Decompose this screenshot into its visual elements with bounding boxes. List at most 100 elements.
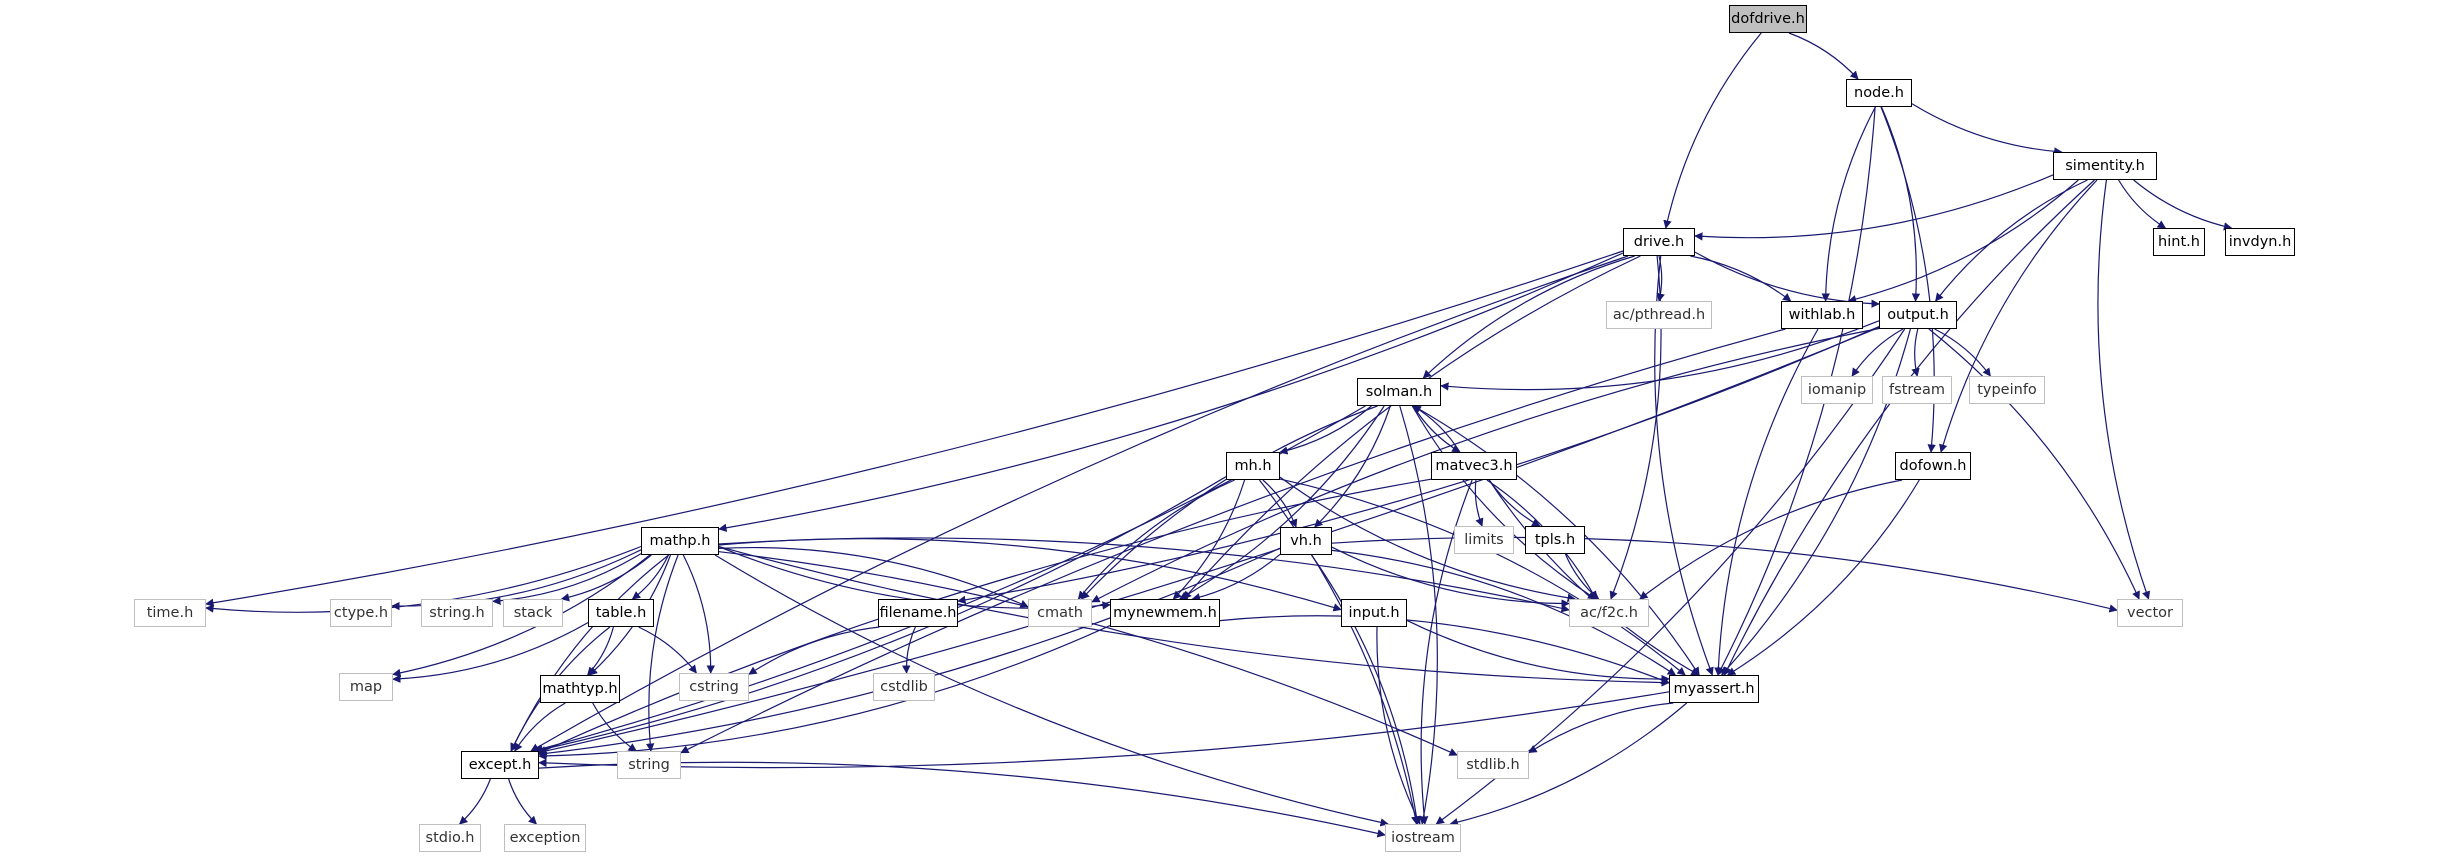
node-stdioh[interactable]: stdio.h	[419, 824, 481, 852]
node-stdlibh[interactable]: stdlib.h	[1457, 751, 1529, 779]
node-vector[interactable]: vector	[2117, 599, 2183, 627]
node-cmath[interactable]: cmath	[1028, 599, 1092, 627]
node-mathtyp[interactable]: mathtyp.h	[540, 675, 620, 703]
edge-matvec3-to-solman	[1412, 405, 1461, 453]
edge-output-to-fstream	[1911, 328, 1920, 377]
edge-simentity-to-dofown	[1939, 179, 2098, 453]
edge-solman-to-mynewmem	[1179, 405, 1385, 600]
node-tpls[interactable]: tpls.h	[1525, 526, 1585, 554]
edge-mathtyp-to-string	[592, 702, 637, 752]
edge-simentity-to-vector	[2097, 179, 2151, 600]
edge-output-to-iomanip	[1851, 328, 1904, 377]
node-mynewmem[interactable]: mynewmem.h	[1110, 599, 1220, 627]
edge-mathp-to-stack	[560, 554, 652, 602]
edge-mathp-to-myassert	[718, 546, 1670, 687]
node-node[interactable]: node.h	[1846, 79, 1912, 107]
edge-matvec3-to-except	[538, 478, 1432, 754]
node-dofown[interactable]: dofown.h	[1895, 452, 1971, 480]
node-iomanip[interactable]: iomanip	[1801, 376, 1873, 404]
edge-mathp-to-acf2c	[718, 537, 1570, 613]
edge-myassert-to-except	[538, 691, 1670, 769]
edge-node-to-withlab	[1821, 106, 1876, 302]
edge-filename-to-cstring	[748, 626, 880, 675]
edge-mh-to-iostream	[1258, 479, 1420, 825]
node-mh[interactable]: mh.h	[1226, 452, 1280, 480]
node-cstdlib[interactable]: cstdlib	[873, 673, 935, 701]
edge-mathp-to-table	[631, 554, 670, 600]
node-vh[interactable]: vh.h	[1280, 527, 1332, 555]
node-string[interactable]: string	[617, 751, 681, 779]
edge-mh-to-except	[534, 476, 1227, 754]
edge-solman-to-acf2c	[1411, 405, 1597, 600]
edge-mathp-to-map	[392, 554, 651, 678]
node-matvec3[interactable]: matvec3.h	[1431, 452, 1517, 480]
node-acf2c[interactable]: ac/f2c.h	[1569, 599, 1649, 627]
node-acpthread[interactable]: ac/pthread.h	[1606, 301, 1712, 329]
edge-tpls-to-acf2c	[1564, 553, 1600, 600]
node-simentity[interactable]: simentity.h	[2053, 152, 2157, 180]
node-cstring[interactable]: cstring	[679, 673, 749, 701]
edge-simentity-to-output	[1935, 179, 2088, 302]
edge-dofown-to-acf2c	[1639, 479, 1903, 600]
edge-filename-to-cstdlib	[902, 626, 916, 674]
node-filename[interactable]: filename.h	[878, 599, 958, 627]
edge-mathp-to-stdlibh	[718, 551, 1458, 756]
node-timeh[interactable]: time.h	[134, 599, 206, 627]
edge-drive-to-timeh	[205, 250, 1624, 607]
edge-input-to-myassert	[1406, 619, 1670, 684]
edge-myassert-to-iostream	[1449, 702, 1688, 827]
node-fstream[interactable]: fstream	[1882, 376, 1952, 404]
edge-withlab-to-string	[680, 328, 1786, 754]
edge-mathp-to-cstring	[682, 554, 715, 674]
edge-myassert-to-stdlibh	[1528, 702, 1674, 754]
edge-drive-to-except	[530, 255, 1629, 752]
edge-except-to-stdioh	[458, 778, 491, 825]
node-iostream[interactable]: iostream	[1385, 824, 1461, 852]
edge-mathtyp-to-except	[514, 702, 566, 752]
edge-withlab-to-myassert	[1714, 328, 1819, 676]
edge-output-to-solman	[1440, 320, 1880, 391]
edge-output-to-cmath	[1091, 327, 1880, 603]
node-table[interactable]: table.h	[588, 599, 654, 627]
node-except[interactable]: except.h	[461, 751, 539, 779]
edge-matvec3-to-limits	[1474, 479, 1484, 527]
node-myassert[interactable]: myassert.h	[1669, 675, 1759, 703]
edge-mathp-to-string	[645, 554, 679, 752]
edge-node-to-dofown	[1880, 106, 1936, 453]
edge-mh-to-vh	[1262, 479, 1298, 528]
edge-vh-to-vector	[1331, 536, 2118, 613]
node-ctype[interactable]: ctype.h	[330, 599, 392, 627]
edge-table-to-map	[392, 622, 589, 684]
edge-mh-to-acf2c	[1279, 476, 1576, 602]
edge-mh-to-mynewmem	[1172, 479, 1246, 600]
node-stringh[interactable]: string.h	[421, 599, 493, 627]
edge-solman-to-cmath	[1080, 405, 1378, 600]
node-mathp[interactable]: mathp.h	[641, 527, 719, 555]
edge-drive-to-withlab	[1690, 255, 1792, 302]
node-output[interactable]: output.h	[1879, 301, 1957, 329]
node-solman[interactable]: solman.h	[1357, 378, 1441, 406]
node-invdyn[interactable]: invdyn.h	[2225, 228, 2295, 256]
edge-table-to-cstring	[638, 626, 697, 674]
edge-input-to-iostream	[1376, 626, 1421, 825]
edge-table-to-mathtyp	[587, 626, 614, 676]
node-limits[interactable]: limits	[1454, 526, 1514, 554]
edge-mathp-to-iostream	[714, 554, 1389, 827]
node-dofdrive[interactable]: dofdrive.h	[1729, 5, 1807, 33]
node-drive[interactable]: drive.h	[1623, 228, 1695, 256]
node-map[interactable]: map	[339, 673, 393, 701]
node-input[interactable]: input.h	[1341, 599, 1407, 627]
edge-dofdrive-to-node	[1788, 32, 1859, 80]
node-hint[interactable]: hint.h	[2153, 228, 2205, 256]
edge-matvec3-to-iostream	[1419, 479, 1473, 825]
edge-vh-to-iostream	[1311, 554, 1421, 825]
node-exception[interactable]: exception	[504, 824, 586, 852]
edge-solman-to-myassert	[1413, 405, 1700, 676]
edge-mathp-to-cmath	[718, 546, 1029, 608]
edge-output-to-vector	[1928, 328, 2140, 600]
edge-solman-to-iostream	[1399, 405, 1438, 825]
node-typeinfo[interactable]: typeinfo	[1969, 376, 2045, 404]
node-withlab[interactable]: withlab.h	[1781, 301, 1863, 329]
node-stack[interactable]: stack	[503, 599, 563, 627]
